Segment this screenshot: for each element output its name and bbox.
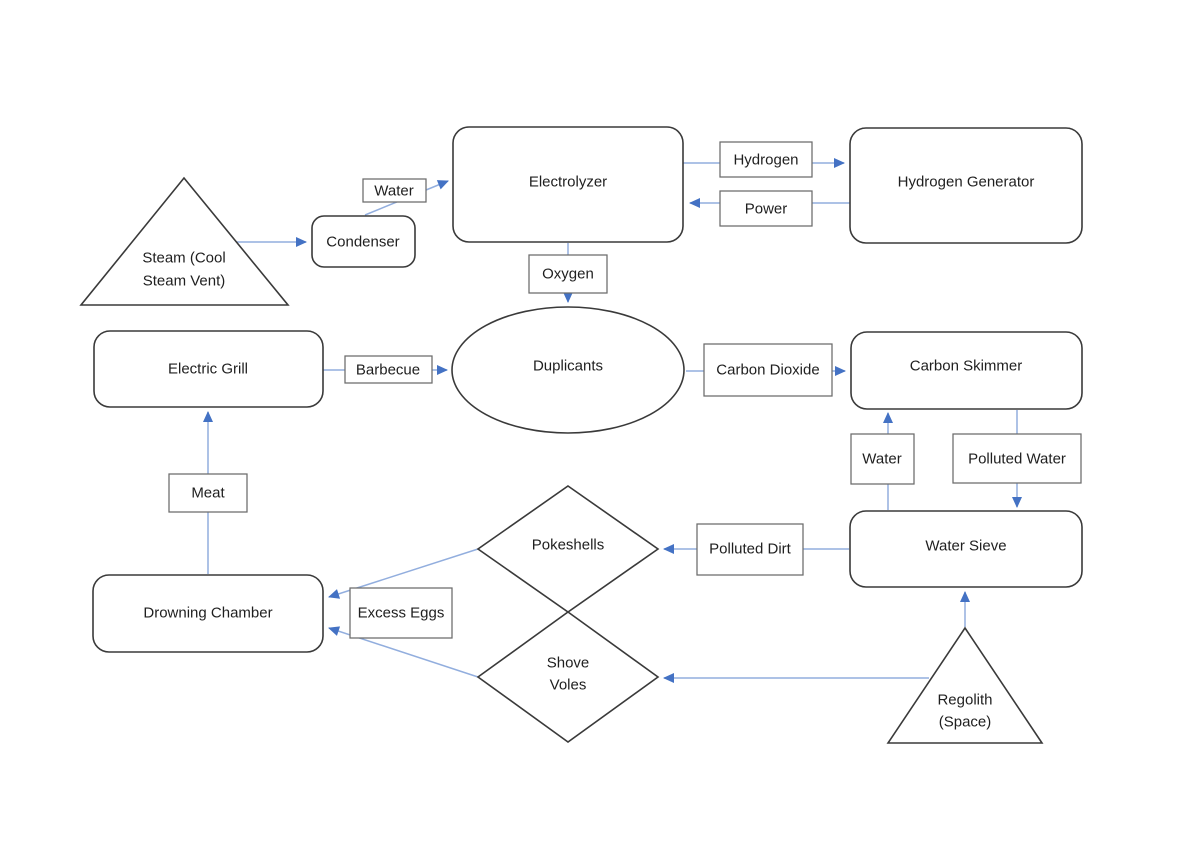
regolith-label-line2: (Space) xyxy=(939,714,992,731)
edge-label-water-to-skimmer: Water xyxy=(850,433,915,485)
edge-label-polluted-water: Polluted Water xyxy=(952,433,1082,484)
node-hydrogen-generator: Hydrogen Generator xyxy=(849,127,1083,244)
power-label: Power xyxy=(745,201,788,218)
node-carbon-skimmer: Carbon Skimmer xyxy=(850,331,1083,410)
shove-voles-diamond xyxy=(476,611,660,743)
steam-vent-label-line1: Steam (Cool xyxy=(142,250,225,267)
node-water-sieve: Water Sieve xyxy=(849,510,1083,588)
hydrogen-generator-label: Hydrogen Generator xyxy=(898,174,1035,191)
polluted-dirt-label: Polluted Dirt xyxy=(709,541,792,558)
node-pokeshells: Pokeshells xyxy=(476,485,660,613)
carbon-dioxide-label: Carbon Dioxide xyxy=(716,362,819,379)
nodes: Steam (Cool Steam Vent) Condenser Electr… xyxy=(79,126,1083,744)
water-right-label: Water xyxy=(862,451,901,468)
polluted-dirt-labelbox xyxy=(696,523,804,576)
edge-label-water-to-electrolyzer: Water xyxy=(362,178,427,203)
node-condenser: Condenser xyxy=(311,215,416,268)
node-regolith: Regolith (Space) xyxy=(886,626,1044,744)
power-labelbox xyxy=(719,190,813,227)
oxygen-label: Oxygen xyxy=(542,266,594,283)
condenser-label: Condenser xyxy=(326,234,399,251)
edge-labels: Water Hydrogen Power Oxygen Barbecue Car… xyxy=(168,141,1082,639)
edge-label-meat: Meat xyxy=(168,473,248,513)
carbon-dioxide-labelbox xyxy=(703,343,833,397)
condenser-box xyxy=(311,215,416,268)
drowning-chamber-label: Drowning Chamber xyxy=(143,605,272,622)
shove-voles-label-line2: Voles xyxy=(550,677,587,694)
electrolyzer-box xyxy=(452,126,684,243)
meat-label: Meat xyxy=(191,485,225,502)
regolith-triangle xyxy=(886,626,1044,744)
duplicants-label: Duplicants xyxy=(533,358,603,375)
excess-eggs-labelbox xyxy=(349,587,453,639)
polluted-water-label: Polluted Water xyxy=(968,451,1066,468)
shove-voles-label-line1: Shove xyxy=(547,655,590,672)
electric-grill-box xyxy=(93,330,324,408)
duplicants-ellipse xyxy=(451,306,685,434)
electric-grill-label: Electric Grill xyxy=(168,361,248,378)
node-drowning-chamber: Drowning Chamber xyxy=(92,574,324,653)
polluted-water-labelbox xyxy=(952,433,1082,484)
electrolyzer-label: Electrolyzer xyxy=(529,174,607,191)
oxygen-labelbox xyxy=(528,254,608,294)
node-steam-vent: Steam (Cool Steam Vent) xyxy=(79,176,290,306)
steam-vent-triangle xyxy=(79,176,290,306)
hydrogen-generator-box xyxy=(849,127,1083,244)
meat-labelbox xyxy=(168,473,248,513)
water-top-label: Water xyxy=(374,183,413,200)
edge-label-polluted-dirt: Polluted Dirt xyxy=(696,523,804,576)
steam-vent-label-line2: Steam Vent) xyxy=(143,273,226,290)
node-electric-grill: Electric Grill xyxy=(93,330,324,408)
water-sieve-box xyxy=(849,510,1083,588)
excess-eggs-label: Excess Eggs xyxy=(358,605,445,622)
edge-label-barbecue: Barbecue xyxy=(344,355,433,384)
hydrogen-labelbox xyxy=(719,141,813,178)
node-electrolyzer: Electrolyzer xyxy=(452,126,684,243)
water-top-labelbox xyxy=(362,178,427,203)
barbecue-label: Barbecue xyxy=(356,362,420,379)
edge-label-excess-eggs: Excess Eggs xyxy=(349,587,453,639)
carbon-skimmer-box xyxy=(850,331,1083,410)
edge-label-hydrogen: Hydrogen xyxy=(719,141,813,178)
water-sieve-label: Water Sieve xyxy=(925,538,1006,555)
edge-label-carbon-dioxide: Carbon Dioxide xyxy=(703,343,833,397)
regolith-label-line1: Regolith xyxy=(937,692,992,709)
drowning-chamber-box xyxy=(92,574,324,653)
pokeshells-label: Pokeshells xyxy=(532,537,605,554)
hydrogen-label: Hydrogen xyxy=(733,152,798,169)
carbon-skimmer-label: Carbon Skimmer xyxy=(910,358,1023,375)
node-shove-voles: Shove Voles xyxy=(476,611,660,743)
edge-label-oxygen: Oxygen xyxy=(528,254,608,294)
edge-label-power: Power xyxy=(719,190,813,227)
node-duplicants: Duplicants xyxy=(451,306,685,434)
water-right-labelbox xyxy=(850,433,915,485)
barbecue-labelbox xyxy=(344,355,433,384)
